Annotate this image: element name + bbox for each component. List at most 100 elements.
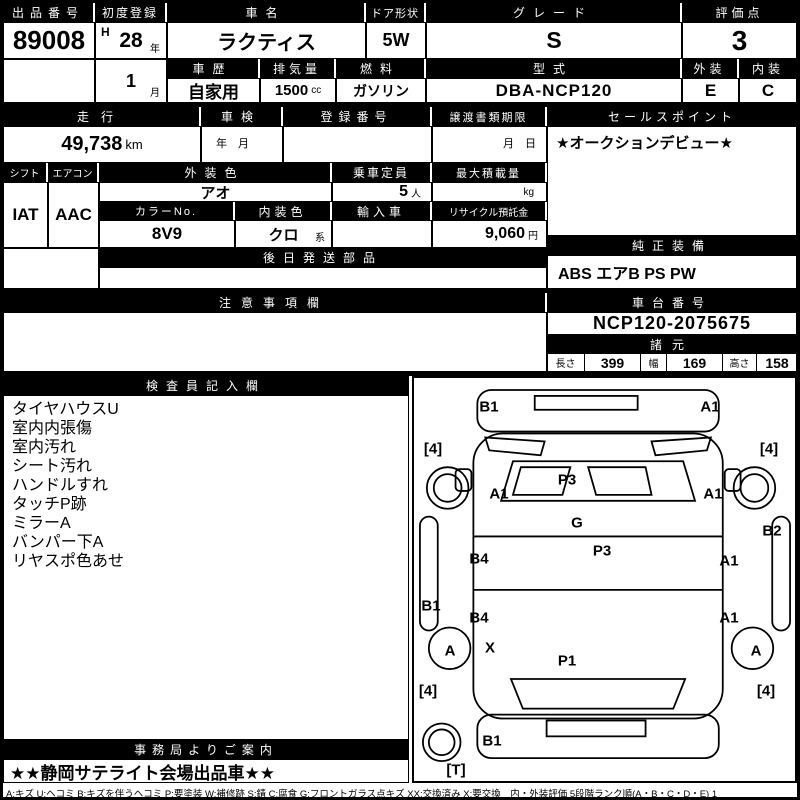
office-value: ★★静岡サテライト会場出品車★★ [3, 759, 409, 783]
capacity-cell: 5 人 [332, 182, 432, 202]
grade-label: グレード [426, 3, 682, 22]
lot-no-value: 89008 [3, 22, 95, 59]
int-color-suffix: 系 [315, 233, 325, 244]
inspection-note: シート汚れ [12, 458, 93, 475]
damage-marker: P3 [557, 471, 577, 489]
displacement-unit: cc [311, 85, 322, 96]
capacity-value: 5 [399, 183, 408, 200]
model-value: DBA-NCP120 [426, 78, 682, 103]
mileage-label: 走行 [3, 107, 201, 126]
chassis-label: 車台番号 [547, 293, 797, 312]
model-label: 型式 [426, 59, 682, 78]
inspection-note: 室内内張傷 [12, 420, 93, 437]
damage-marker: A1 [700, 398, 720, 416]
shaken-value: 年 月 [201, 126, 283, 163]
divider [3, 372, 797, 376]
car-name-label: 車名 [167, 3, 366, 22]
mileage-cell: 49,738 km [3, 126, 201, 163]
damage-marker: [4] [423, 440, 443, 458]
height-value: 158 [765, 354, 789, 371]
first-reg-year-cell: H 28 年 [95, 22, 167, 59]
door-value: 5W [366, 22, 426, 59]
score-label: 評価点 [682, 3, 797, 22]
displacement-cell: 1500 cc [260, 78, 336, 103]
damage-marker: X [484, 639, 496, 657]
transfer-label: 譲渡書類期限 [432, 107, 547, 126]
damage-marker: A1 [703, 485, 723, 503]
inspection-note: バンパー下A [12, 534, 104, 551]
office-label: 事務局よりご案内 [3, 740, 409, 759]
max-load-cell: kg [432, 182, 547, 202]
inspection-notes: タイヤハウスU 室内内張傷室内汚れシート汚れハンドルすれタッチP跡ミラーA バンパー… [3, 395, 409, 740]
displacement-label: 排気量 [260, 59, 336, 78]
empty-cell [3, 59, 95, 103]
inspection-note: タイヤハウスU [12, 401, 119, 418]
era-letter: H [101, 25, 110, 39]
damage-marker: B1 [421, 597, 441, 615]
sales-point-label: セールスポイント [547, 107, 797, 126]
damage-marker: B2 [762, 522, 782, 540]
int-color-value: クロ [268, 226, 299, 244]
import-label: 輸入車 [332, 202, 432, 220]
damage-marker: [4] [759, 440, 779, 458]
damage-marker: [T] [446, 761, 466, 779]
damage-marker: [4] [756, 682, 776, 700]
fuel-value: ガソリン [336, 78, 426, 103]
reg-no-value [283, 126, 432, 163]
length-value: 399 [585, 354, 641, 371]
first-reg-month: 1 [125, 70, 136, 91]
int-color-cell: クロ 系 [235, 220, 332, 248]
damage-marker: A1 [719, 552, 739, 570]
divider [3, 289, 797, 293]
lot-no-label: 出品番号 [3, 3, 95, 22]
grade-value: S [426, 22, 682, 59]
damage-marker: A [750, 642, 762, 660]
legend-text: A:キズ U:ヘコミ B:キズを伴うヘコミ P:要塗装 W:補修跡 S:錆 C:… [6, 789, 718, 799]
inspection-note: ミラーA [12, 515, 71, 532]
first-reg-year: 28 [119, 28, 143, 52]
mileage-unit: km [125, 137, 143, 152]
recycle-label: リサイクル預託金 [432, 202, 547, 220]
specs-row: 長さ 399 幅 169 高さ 158 [547, 353, 797, 372]
inspection-note: タッチP跡 [12, 496, 87, 513]
later-parts-value [99, 267, 547, 289]
aircon-label: エアコン [48, 163, 99, 182]
year-unit: 年 [150, 44, 160, 55]
capacity-label: 乗車定員 [332, 163, 432, 182]
shift-label: シフト [3, 163, 48, 182]
inspection-note: ハンドルすれ [12, 477, 109, 494]
interior-label: 内装 [739, 59, 797, 78]
interior-grade: C [739, 78, 797, 103]
damage-marker: B1 [479, 398, 499, 416]
damage-marker: G [571, 514, 583, 532]
width-value: 169 [667, 354, 723, 371]
empty-cell [3, 248, 99, 289]
transfer-value: 月 日 [432, 126, 547, 163]
width-label: 幅 [641, 354, 667, 371]
exterior-label: 外装 [682, 59, 739, 78]
recycle-unit: 円 [528, 230, 538, 242]
max-load-unit: kg [523, 186, 534, 198]
reg-no-label: 登録番号 [283, 107, 432, 126]
caution-value [3, 312, 547, 372]
chassis-value: NCP120-2075675 [547, 312, 797, 335]
score-value: 3 [682, 22, 797, 59]
ext-color-label: 外装色 [99, 163, 332, 182]
inspection-note: 室内汚れ [12, 439, 77, 456]
shaken-label: 車検 [201, 107, 283, 126]
damage-marker: B4 [469, 550, 489, 568]
aircon-value: AAC [48, 182, 99, 248]
car-name-value: ラクティス [167, 22, 366, 59]
exterior-grade: E [682, 78, 739, 103]
color-no-label: カラーNo. [99, 202, 235, 220]
shift-value: IAT [3, 182, 48, 248]
history-value: 自家用 [167, 78, 260, 103]
damage-marker: B1 [482, 732, 502, 750]
damage-marker: B4 [469, 609, 489, 627]
inspection-label: 検査員記入欄 [3, 376, 409, 395]
color-no-value: 8V9 [99, 220, 235, 248]
import-value [332, 220, 432, 248]
